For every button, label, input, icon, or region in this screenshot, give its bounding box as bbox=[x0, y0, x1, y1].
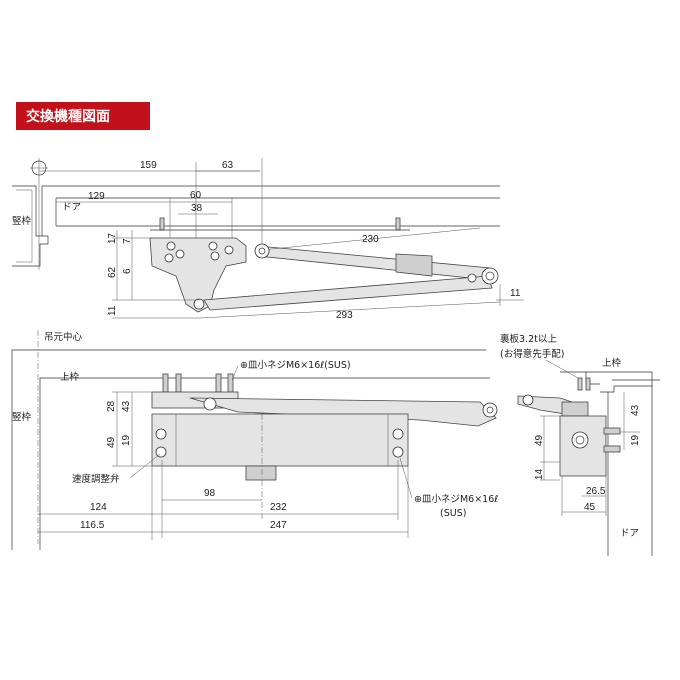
door-label-top: ドア bbox=[62, 202, 81, 213]
tatewaku-label-top: 竪枠 bbox=[12, 215, 32, 227]
dim-293: 293 bbox=[336, 310, 353, 321]
dim-11-right: 11 bbox=[510, 288, 521, 299]
dim-43-side: 43 bbox=[630, 404, 641, 416]
dim-159: 159 bbox=[140, 160, 157, 171]
backplate-label-1: 裏板3.2t以上 bbox=[500, 333, 557, 345]
speed-valve-label: 速度調整弁 bbox=[72, 473, 120, 485]
dim-62: 62 bbox=[107, 266, 118, 278]
dim-45: 45 bbox=[584, 502, 596, 513]
dim-98: 98 bbox=[204, 488, 216, 499]
screw-label-bottom-sus: (SUS) bbox=[440, 508, 466, 519]
dim-60: 60 bbox=[190, 190, 202, 201]
dim-247: 247 bbox=[270, 520, 287, 531]
dim-38: 38 bbox=[191, 203, 203, 214]
dim-6: 6 bbox=[122, 268, 133, 274]
screw-label-top: ⊕皿小ネジM6×16ℓ(SUS) bbox=[240, 360, 351, 371]
dim-26-5: 26.5 bbox=[586, 486, 606, 497]
dim-63: 63 bbox=[222, 160, 234, 171]
dim-129: 129 bbox=[88, 191, 105, 202]
top-view: 159 63 129 ドア 60 38 竪枠 bbox=[12, 158, 524, 321]
dim-232: 232 bbox=[270, 502, 287, 513]
dim-49-front: 49 bbox=[106, 436, 117, 448]
dim-19-side: 19 bbox=[630, 434, 641, 446]
dim-14-side: 14 bbox=[534, 468, 545, 480]
dim-124: 124 bbox=[90, 502, 107, 513]
front-view: 吊元中心 上枠 竪枠 ⊕皿小ネジM6×16ℓ(SUS) bbox=[11, 330, 498, 550]
dim-230: 230 bbox=[362, 234, 379, 245]
uwawaku-label-side: 上枠 bbox=[602, 357, 622, 369]
dim-11-left: 11 bbox=[107, 305, 118, 316]
dim-28: 28 bbox=[106, 400, 117, 412]
dim-49-side: 49 bbox=[534, 434, 545, 446]
dim-43-front: 43 bbox=[121, 400, 132, 412]
screw-label-bottom: ⊕皿小ネジM6×16ℓ bbox=[414, 494, 498, 505]
title-badge: 交換機種図面 bbox=[16, 102, 150, 130]
door-label-side: ドア bbox=[620, 528, 639, 539]
uwawaku-label: 上枠 bbox=[60, 371, 80, 383]
dim-19-front: 19 bbox=[121, 434, 132, 446]
dim-7: 7 bbox=[122, 238, 133, 244]
dim-116-5: 116.5 bbox=[80, 520, 105, 531]
side-view: 裏板3.2t以上 (お得意先手配) 上枠 ドア bbox=[500, 333, 660, 556]
backplate-label-2: (お得意先手配) bbox=[500, 348, 564, 360]
dim-17: 17 bbox=[107, 232, 118, 244]
tsurimoto-label: 吊元中心 bbox=[44, 331, 83, 343]
tatewaku-label-front: 竪枠 bbox=[12, 411, 32, 423]
